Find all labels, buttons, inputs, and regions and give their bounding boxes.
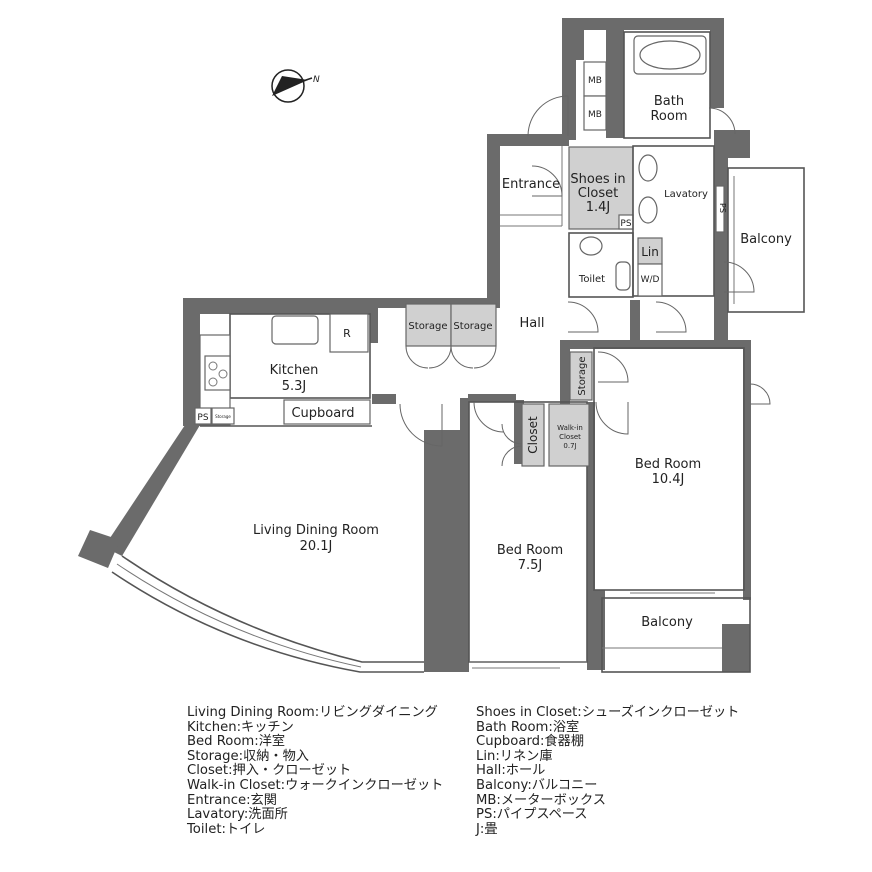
storage-a-label: Storage <box>408 321 447 332</box>
wic-line1: Walk-in <box>557 424 583 432</box>
storage-hall-label: Storage <box>577 356 588 395</box>
legend-item: Living Dining Room:リビングダイニング <box>187 705 438 720</box>
fridge-label: R <box>343 327 351 340</box>
bedroom-large-size: 10.4J <box>652 472 685 487</box>
legend-item: Cupboard:食器棚 <box>476 734 585 750</box>
legend-item: Lavatory:洗面所 <box>187 807 288 823</box>
bath-line2: Room <box>650 109 687 124</box>
ldk-size: 20.1J <box>300 539 333 554</box>
legend-item: Storage:収納・物入 <box>187 748 309 764</box>
balcony-east-label: Balcony <box>740 232 792 247</box>
legend-item: Balcony:バルコニー <box>476 777 598 793</box>
compass-north-label: N <box>313 75 320 85</box>
room-lines <box>111 31 805 673</box>
shoes-closet-size: 1.4J <box>586 200 611 215</box>
bedroom-small-name: Bed Room <box>497 543 563 558</box>
kitchen-name: Kitchen <box>270 363 319 378</box>
legend-item: Entrance:玄関 <box>187 792 277 808</box>
ps-shoes-label: PS <box>620 219 631 229</box>
ps-kitchen-label: PS <box>197 413 208 423</box>
ldk-name: Living Dining Room <box>253 523 379 538</box>
legend-item: PS:パイプスペース <box>476 807 588 823</box>
lin-label: Lin <box>641 245 659 259</box>
legend-item: Kitchen:キッチン <box>187 719 294 735</box>
legend-item: Bed Room:洋室 <box>187 734 286 750</box>
hall-label: Hall <box>520 316 545 331</box>
toilet-label: Toilet <box>578 274 605 285</box>
shoes-closet-line2: Closet <box>578 186 619 201</box>
wic-line2: Closet <box>559 433 581 441</box>
door-swings <box>399 95 771 467</box>
compass-icon: N <box>271 69 320 103</box>
walls <box>78 18 751 672</box>
bedroom-small-size: 7.5J <box>518 558 543 573</box>
legend-item: MB:メーターボックス <box>476 792 606 808</box>
mb-top-label: MB <box>588 76 602 86</box>
lavatory-label: Lavatory <box>664 189 708 200</box>
legend-item: Shoes in Closet:シューズインクローゼット <box>476 705 740 720</box>
cupboard-label: Cupboard <box>291 406 354 421</box>
mb-bottom-label: MB <box>588 110 602 120</box>
bedroom-large-name: Bed Room <box>635 457 701 472</box>
balcony-south-label: Balcony <box>641 615 693 630</box>
room-labels: Living Dining Room 20.1J Kitchen 5.3J Cu… <box>197 76 792 630</box>
legend-right: Shoes in Closet:シューズインクローゼット Bath Room:浴… <box>476 705 740 837</box>
legend-item: Closet:押入・クローゼット <box>187 763 352 779</box>
bath-line1: Bath <box>654 94 684 109</box>
legend-item: J:畳 <box>476 821 498 837</box>
legend-item: Bath Room:浴室 <box>476 719 580 735</box>
wic-size: 0.7J <box>563 442 576 450</box>
storage-small-label: Storage <box>215 414 231 419</box>
closet-label: Closet <box>526 416 540 454</box>
wd-label: W/D <box>641 275 660 285</box>
storage-b-label: Storage <box>453 321 492 332</box>
entrance-label: Entrance <box>502 177 560 192</box>
legend-item: Walk-in Closet:ウォークインクローゼット <box>187 777 444 793</box>
kitchen-size: 5.3J <box>282 379 307 394</box>
legend-item: Lin:リネン庫 <box>476 748 553 764</box>
legend-item: Toilet:トイレ <box>187 821 266 837</box>
legend-left: Living Dining Room:リビングダイニング Kitchen:キッチ… <box>187 705 444 837</box>
ps-east-label: PS <box>718 203 727 213</box>
shoes-closet-line1: Shoes in <box>570 172 625 187</box>
legend-item: Hall:ホール <box>476 763 546 779</box>
